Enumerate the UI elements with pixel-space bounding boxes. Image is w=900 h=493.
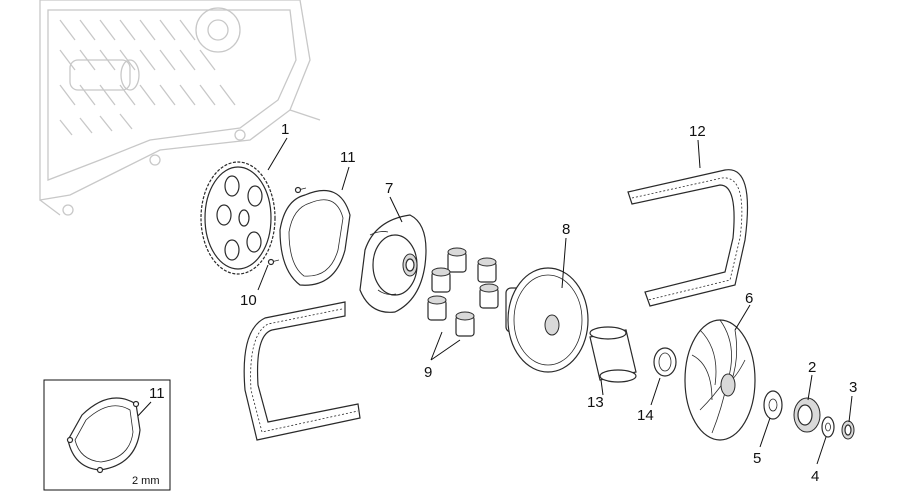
inset-plate — [67, 397, 141, 471]
part-7-ramp-plate — [359, 214, 427, 313]
callout-numbers: 1 11 7 8 9 10 12 6 13 14 5 2 3 4 — [240, 121, 857, 485]
part-13-bushing — [589, 326, 637, 383]
part-3-nut — [841, 420, 855, 440]
part-12-belt-upper — [627, 169, 749, 307]
inset-callout-11: 11 — [149, 385, 165, 402]
crankcase-ghost — [39, 0, 321, 216]
part-6-fan-pulley — [684, 319, 756, 441]
part-14-spacer — [653, 347, 677, 377]
part-9-rollers — [427, 247, 499, 337]
callout-8: 8 — [562, 221, 570, 238]
callout-7: 7 — [385, 180, 393, 197]
part-5-washer — [763, 390, 783, 420]
part-11-plate — [279, 189, 351, 286]
part-2-nut-holder — [793, 397, 821, 433]
inset-thickness: 2 mm — [132, 475, 160, 487]
callout-9: 9 — [424, 364, 432, 381]
callout-13: 13 — [587, 394, 604, 411]
leader-lines — [257, 137, 853, 465]
belt-lower-left — [243, 301, 361, 441]
callout-14: 14 — [637, 407, 654, 424]
callout-12: 12 — [689, 123, 706, 140]
part-4-washer — [821, 416, 835, 438]
callout-3: 3 — [849, 379, 857, 396]
callout-10: 10 — [240, 292, 257, 309]
callout-11: 11 — [340, 149, 356, 166]
callout-6: 6 — [745, 290, 753, 307]
part-8-pulley-half — [505, 267, 589, 373]
callout-1: 1 — [281, 121, 289, 138]
callout-2: 2 — [808, 359, 816, 376]
inset-box: 11 2 mm — [43, 379, 171, 491]
callout-5: 5 — [753, 450, 761, 467]
callout-4: 4 — [811, 468, 819, 485]
part-1-sprocket — [200, 161, 276, 275]
